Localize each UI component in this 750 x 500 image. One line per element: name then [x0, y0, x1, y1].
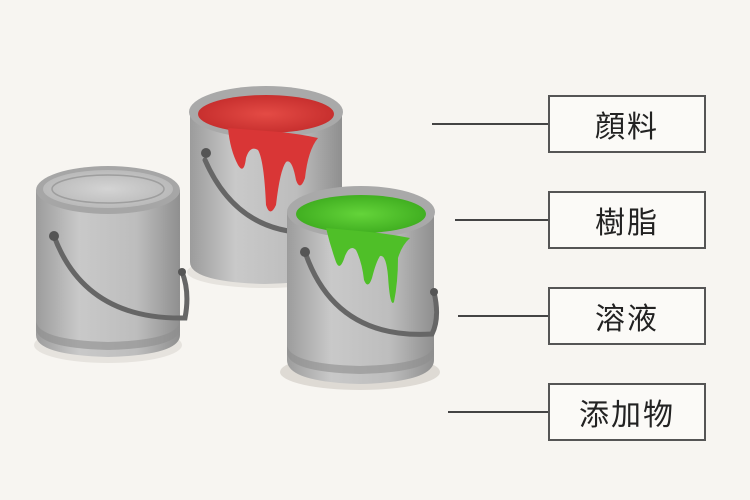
leader-line-resin	[455, 219, 548, 221]
label-pigment: 顔料	[548, 95, 706, 153]
red-paint-drip	[228, 128, 318, 212]
green-paint-surface	[296, 195, 426, 233]
green-can	[280, 186, 440, 390]
label-additive: 添加物	[548, 383, 706, 441]
empty-can	[34, 166, 190, 363]
leader-line-pigment	[432, 123, 548, 125]
label-solvent: 溶液	[548, 287, 706, 345]
red-paint-surface	[198, 95, 334, 133]
empty-can-handle	[51, 233, 190, 321]
leader-line-additive	[448, 411, 548, 413]
label-additive-text: 添加物	[579, 398, 675, 433]
green-paint-drip	[326, 228, 410, 303]
label-resin-text: 樹脂	[595, 206, 659, 241]
label-resin: 樹脂	[548, 191, 706, 249]
label-solvent-text: 溶液	[595, 302, 659, 337]
leader-line-solvent	[458, 315, 548, 317]
label-pigment-text: 顔料	[595, 110, 659, 145]
green-can-handle	[302, 249, 440, 337]
